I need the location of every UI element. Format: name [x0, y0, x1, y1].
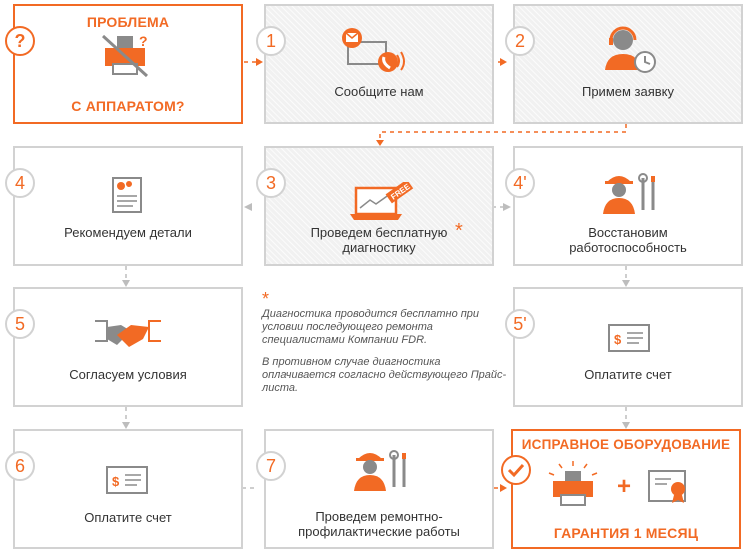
arrow-right-icon	[500, 58, 507, 66]
step-number: 3	[256, 168, 286, 198]
step-box-pay-alt: 5' $ Оплатите счет	[505, 287, 743, 407]
step-number: 5'	[505, 309, 535, 339]
arrow-down-icon	[122, 280, 130, 287]
svg-text:?: ?	[139, 34, 148, 49]
invoice-icon: $	[106, 466, 148, 494]
result-title-bottom: ГАРАНТИЯ 1 МЕСЯЦ	[553, 525, 699, 541]
arrow-left-icon	[244, 203, 252, 211]
step-box-contact: 1 Сообщите нам	[256, 4, 494, 124]
step-number: 5	[5, 309, 35, 339]
step-number: 6	[5, 451, 35, 481]
footnote-paragraph: В противном случае диагностика оплачивае…	[262, 356, 507, 394]
step-label: Восстановим работоспособность	[569, 225, 687, 255]
step-box-diagnostics: 3 FREE Проведем бесплатную диагностику *	[256, 146, 494, 266]
step-box-recommend: 4 Рекомендуем детали	[5, 146, 243, 266]
email-phone-icon	[342, 28, 405, 72]
footnote-marker: *	[455, 220, 463, 242]
step-label: Проведем бесплатную диагностику	[310, 225, 448, 255]
document-gears-icon	[112, 177, 142, 213]
step-label: Рекомендуем детали	[64, 225, 192, 240]
plus-sign: +	[617, 473, 632, 500]
step-box-pay: 6 $ Оплатите счет	[5, 429, 243, 549]
arrow-down-icon	[122, 422, 130, 429]
laptop-free-icon: FREE	[350, 182, 414, 220]
svg-text:$: $	[112, 474, 120, 489]
check-icon	[501, 455, 531, 485]
step-box-restore: 4' Восстановим работоспособность	[505, 146, 743, 266]
arrow-down-icon	[622, 280, 630, 287]
result-title-top: ИСПРАВНОЕ ОБОРУДОВАНИЕ	[521, 437, 731, 452]
operator-clock-icon	[605, 26, 656, 73]
arrow-down-icon	[376, 140, 384, 146]
svg-text:$: $	[614, 332, 622, 347]
step-number: 4	[5, 168, 35, 198]
handshake-icon	[95, 320, 161, 347]
footnote-star: *	[262, 289, 270, 309]
result-box: ИСПРАВНОЕ ОБОРУДОВАНИЕ + ГАРАНТИЯ 1 МЕСЯ…	[501, 429, 741, 549]
step-number: 7	[256, 451, 286, 481]
footnote-paragraph: Диагностика проводится бесплатно при усл…	[262, 308, 480, 346]
invoice-icon: $	[608, 324, 650, 352]
step-label: Проведем ремонтно- профилактические рабо…	[298, 509, 460, 539]
step-label: Оплатите счет	[584, 367, 672, 382]
step-label: Согласуем условия	[69, 367, 187, 382]
problem-title-top: ПРОБЛЕМА	[86, 14, 170, 30]
step-label: Примем заявку	[581, 84, 675, 99]
certificate-icon	[648, 470, 686, 503]
step-number: 2	[505, 26, 535, 56]
problem-title-bottom: С АППАРАТОМ?	[71, 98, 185, 114]
arrow-right-icon	[256, 58, 263, 66]
diagnostics-footnote: * Диагностика проводится бесплатно при у…	[262, 290, 507, 404]
arrow-down-icon	[622, 422, 630, 429]
step-number: ?	[5, 26, 35, 56]
step-label: Оплатите счет	[84, 510, 172, 525]
step-label: Сообщите нам	[334, 84, 424, 99]
arrow-right-icon	[503, 203, 511, 211]
step-number: 1	[256, 26, 286, 56]
technician-tools-icon	[354, 450, 406, 491]
step-box-repair: 7 Проведем ремонтно- профилактические ра…	[256, 429, 494, 549]
working-printer-icon	[548, 461, 598, 506]
step-box-agree: 5 Согласуем условия	[5, 287, 243, 407]
step-number: 4'	[505, 168, 535, 198]
arrow-right-icon	[500, 484, 507, 492]
problem-box: ? ПРОБЛЕМА ? С АППАРАТОМ?	[5, 4, 243, 124]
step-box-accept: 2 Примем заявку	[505, 4, 743, 124]
technician-tools-icon	[603, 173, 655, 214]
broken-printer-icon: ?	[101, 34, 149, 78]
